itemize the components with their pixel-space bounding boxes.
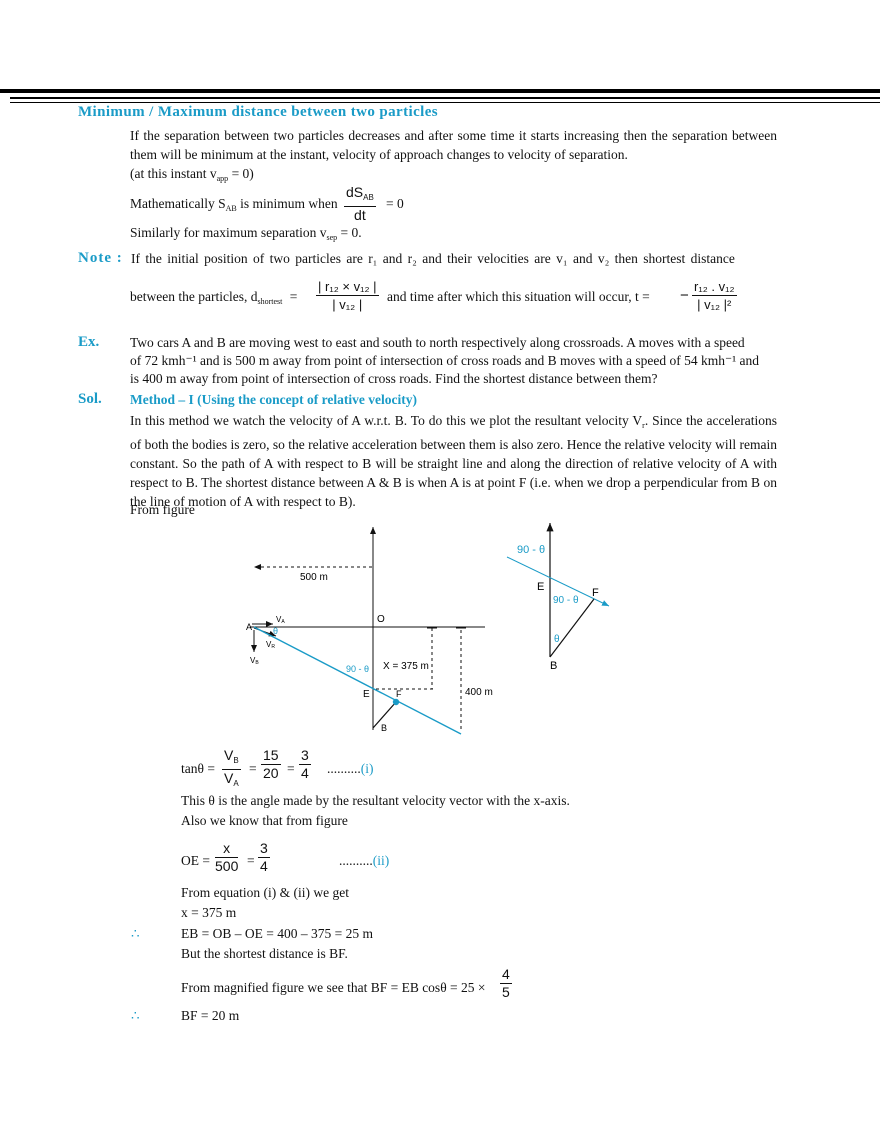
- eq2-eq: =: [247, 853, 255, 868]
- solution-paragraph: In this method we watch the velocity of …: [130, 413, 777, 509]
- header-rule-thick: [0, 89, 880, 93]
- note-line1: If the initial position of two particles…: [131, 251, 735, 266]
- label-E-main: E: [363, 689, 370, 700]
- eq1-lhs: tanθ =: [181, 761, 215, 776]
- label-B-main: B: [381, 723, 387, 733]
- label-O: O: [377, 614, 385, 625]
- eq1-tag: ..........(i): [327, 761, 374, 776]
- method-title: Method – I (Using the concept of relativ…: [130, 392, 417, 407]
- section-title: Minimum / Maximum distance between two p…: [78, 104, 438, 120]
- from-figure-label: From figure: [130, 502, 195, 517]
- solution-label: Sol.: [78, 391, 102, 407]
- example-line-b: of 72 kmh⁻¹ and is 500 m away from point…: [130, 353, 759, 368]
- dim-500-label: 500 m: [300, 572, 328, 583]
- note-line2-mid: and time after which this situation will…: [387, 289, 650, 304]
- from-eq-line: From equation (i) & (ii) we get: [181, 885, 349, 900]
- mag-theta: θ: [554, 634, 560, 645]
- x-result: x = 375 m: [181, 905, 237, 920]
- mag-line: From magnified figure we see that BF = E…: [181, 980, 486, 995]
- note-line2: between the particles, dshortest =: [130, 289, 298, 306]
- mag-angle-top: 90 - θ: [517, 544, 545, 556]
- mag-path: [506, 556, 610, 607]
- minus-sign: −: [680, 287, 689, 304]
- label-VB: VB: [250, 656, 259, 666]
- therefore-2: ∴: [131, 1008, 140, 1023]
- dshortest-fraction: | r₁₂ × v₁₂ | | v₁₂ |: [316, 279, 379, 312]
- note-label: Note :: [78, 250, 123, 266]
- math-line: Mathematically SAB is minimum when: [130, 196, 338, 213]
- label-theta-main: θ: [273, 626, 278, 636]
- angle-main-label: 90 - θ: [346, 664, 369, 674]
- dim-375-label: X = 375 m: [383, 661, 429, 672]
- eq1-frac-34: 3 4: [299, 747, 311, 781]
- eq1-frac-num: 15 20: [261, 747, 281, 781]
- eb-line: EB = OB – OE = 400 – 375 = 25 m: [181, 926, 373, 941]
- label-A: A: [246, 622, 252, 632]
- eq2-lhs: OE =: [181, 853, 210, 868]
- eq2-tag: ..........(ii): [339, 853, 390, 868]
- header-rule-mid: [10, 97, 880, 99]
- label-VR: VR: [266, 640, 275, 650]
- dim-400-label: 400 m: [465, 687, 493, 698]
- bf-segment: [372, 701, 397, 729]
- eq1-eq-a: =: [249, 761, 257, 776]
- math-eq: = 0: [386, 196, 404, 211]
- similarly-line: Similarly for maximum separation vsep = …: [130, 225, 362, 242]
- relative-path-line: [253, 626, 462, 735]
- mag-angle-mid: 90 - θ: [553, 595, 579, 606]
- point-F: [392, 698, 400, 706]
- mag-frac-45: 4 5: [500, 966, 512, 1000]
- mag-label-E: E: [537, 581, 544, 593]
- mag-label-B: B: [550, 660, 557, 672]
- eq2-frac-34: 3 4: [258, 840, 270, 874]
- intro-paragraph: If the separation between two particles …: [130, 128, 777, 183]
- header-rule-thin: [10, 102, 880, 103]
- bf-line: BF = 20 m: [181, 1008, 240, 1023]
- time-fraction: r₁₂ . v₁₂ | v₁₂ |²: [692, 279, 737, 312]
- eq1-eq-b: =: [287, 761, 295, 776]
- but-line: But the shortest distance is BF.: [181, 946, 348, 961]
- example-line-a: Two cars A and B are moving west to east…: [130, 335, 745, 350]
- theta-line: This θ is the angle made by the resultan…: [181, 793, 570, 808]
- label-VA: VA: [276, 615, 285, 625]
- example-label: Ex.: [78, 334, 100, 350]
- eq2-frac-x: x 500: [215, 840, 239, 874]
- dsab-fraction: dSAB dt: [344, 184, 376, 223]
- vr-arrow: [253, 627, 277, 637]
- also-line: Also we know that from figure: [181, 813, 348, 828]
- example-line-c: is 400 m away from point of intersection…: [130, 371, 658, 386]
- therefore-1: ∴: [131, 926, 140, 941]
- mag-bf: [549, 598, 595, 658]
- mag-label-F: F: [592, 587, 599, 599]
- label-F-main: F: [396, 689, 402, 699]
- eq1-frac-v: VB VA: [222, 747, 241, 788]
- intro-text: If the separation between two particles …: [130, 128, 777, 162]
